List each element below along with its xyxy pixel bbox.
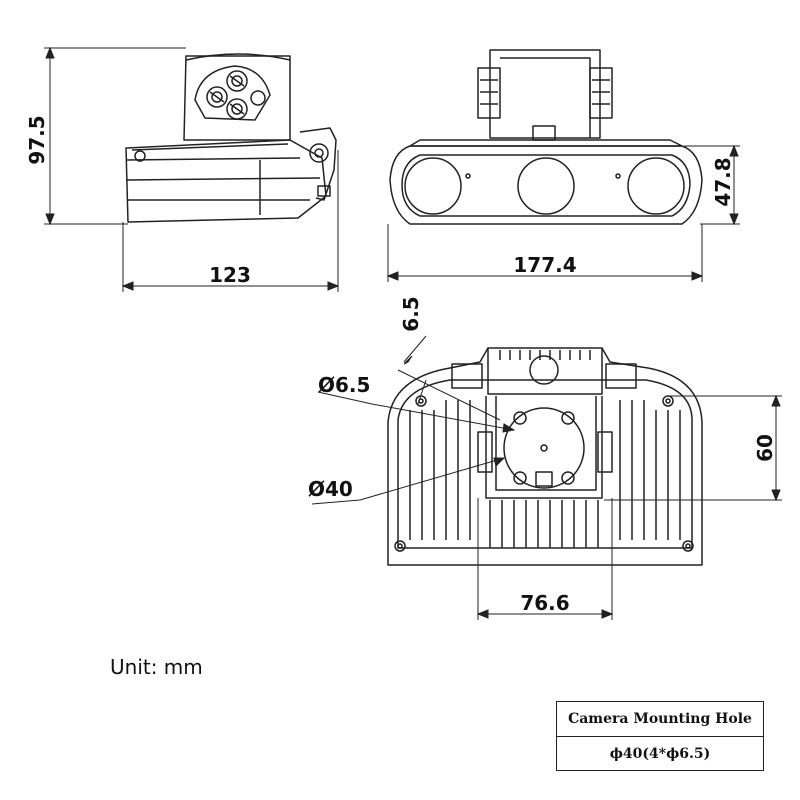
- side-depth-label: 123: [209, 263, 251, 287]
- dimension-lines: [44, 46, 782, 620]
- table-header: Camera Mounting Hole: [568, 711, 752, 727]
- front-height-label: 47.8: [711, 157, 735, 206]
- front-view: [389, 49, 703, 225]
- side-height-label: 97.5: [25, 115, 49, 164]
- side-view: [125, 53, 337, 223]
- front-width-label: 177.4: [513, 253, 576, 277]
- table-value: ϕ40(4*ϕ6.5): [557, 736, 763, 771]
- mounting-hole-table: Camera Mounting Hole ϕ40(4*ϕ6.5): [556, 701, 764, 771]
- unit-label: Unit: mm: [110, 655, 203, 679]
- hole-diameter-label: Ø6.5: [318, 373, 370, 397]
- plate-width-label: 76.6: [520, 591, 569, 615]
- circle-diameter-label: Ø40: [308, 477, 353, 501]
- plate-height-label: 60: [753, 434, 777, 462]
- hole-offset-label: 6.5: [399, 296, 423, 331]
- rear-view: [387, 347, 703, 566]
